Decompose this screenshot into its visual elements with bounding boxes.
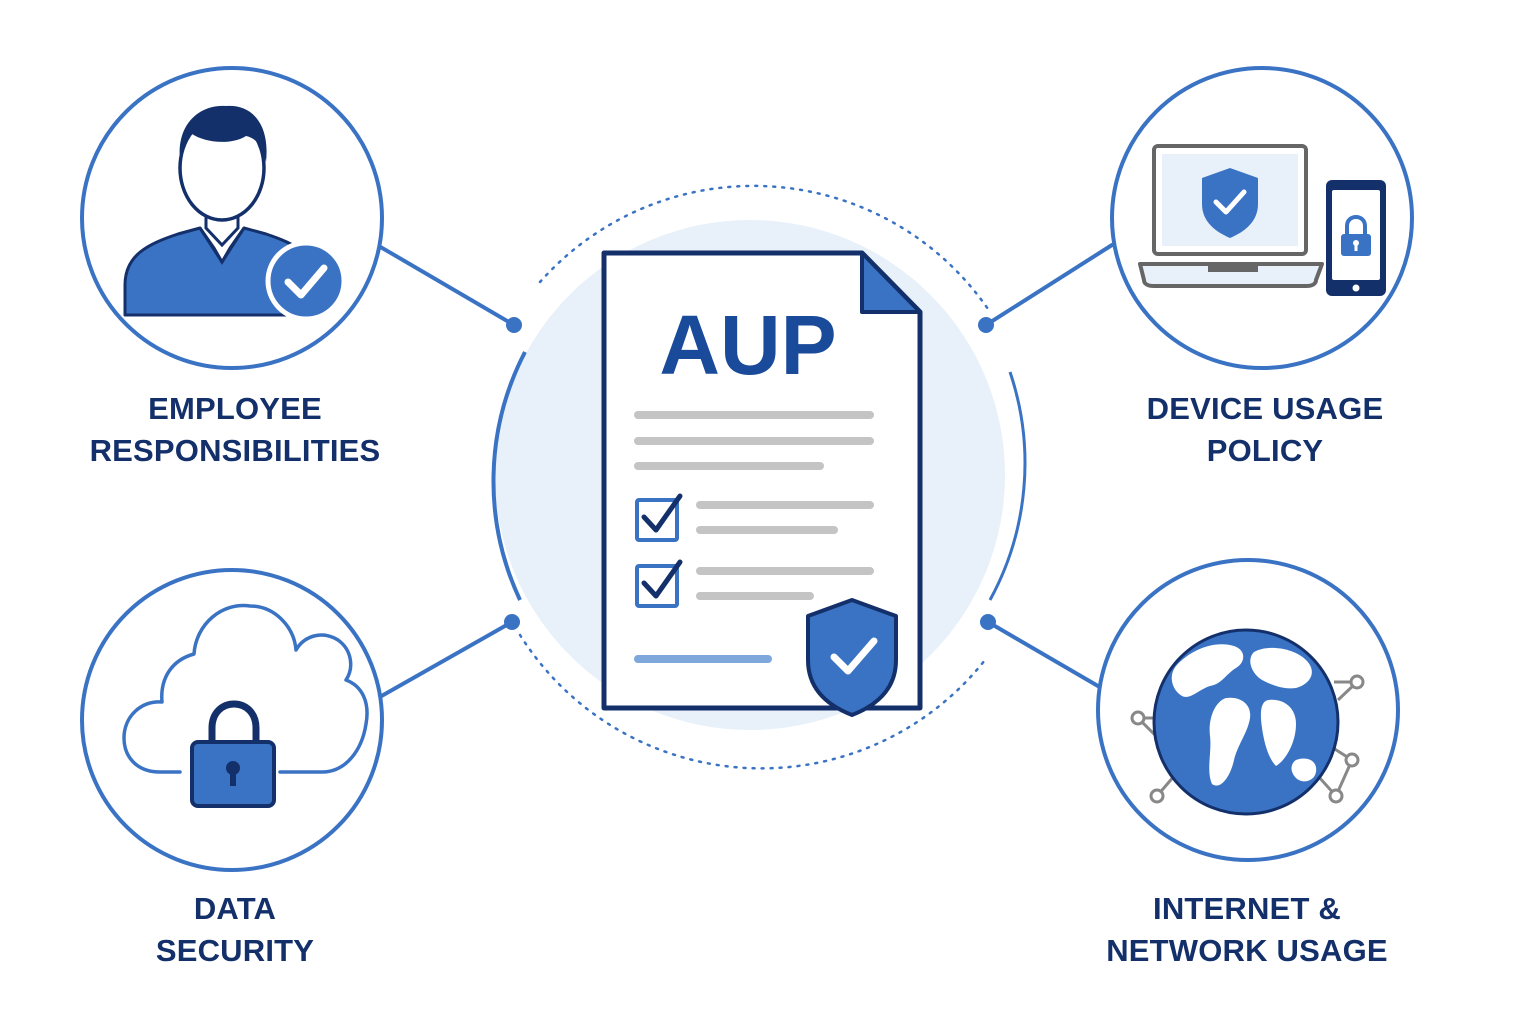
person-hair bbox=[179, 105, 267, 162]
laptop-phone-shield-icon bbox=[1138, 144, 1386, 296]
globe-network-icon bbox=[1130, 628, 1365, 816]
laptop-base bbox=[1138, 262, 1324, 288]
connector-internet bbox=[986, 620, 1112, 695]
hub-dotted-arc-top bbox=[538, 184, 992, 314]
label-line: RESPONSIBILITIES bbox=[89, 433, 381, 468]
connector-dots bbox=[504, 317, 996, 630]
label-line: DATA bbox=[193, 891, 277, 926]
aup-document-icon: AUP bbox=[601, 250, 923, 717]
connector-dot bbox=[978, 317, 994, 333]
laptop-trackpad bbox=[1208, 266, 1258, 272]
checkbox-icon bbox=[635, 493, 683, 542]
phone-button bbox=[1352, 284, 1360, 292]
label-data-security: DATA SECURITY bbox=[40, 888, 430, 972]
connector-dot bbox=[504, 614, 520, 630]
label-employee-responsibilities: EMPLOYEE RESPONSIBILITIES bbox=[40, 388, 430, 472]
label-line: EMPLOYEE bbox=[148, 391, 322, 426]
node-device bbox=[1110, 66, 1414, 370]
label-line: POLICY bbox=[1206, 433, 1324, 468]
connector-employee bbox=[370, 240, 516, 327]
label-line: INTERNET & bbox=[1153, 891, 1341, 926]
padlock-icon bbox=[190, 700, 276, 808]
hub-outer-arc-left bbox=[491, 351, 527, 601]
document-fold bbox=[860, 251, 922, 314]
check-badge-icon bbox=[265, 240, 347, 322]
document-text-lines bbox=[634, 411, 874, 600]
document-title: AUP bbox=[659, 298, 836, 392]
document-page bbox=[601, 250, 923, 711]
person-collar bbox=[198, 227, 246, 266]
shield-check-icon bbox=[1202, 168, 1258, 238]
employee-check-icon bbox=[123, 105, 347, 322]
lock-icon bbox=[1341, 215, 1371, 256]
globe-continents bbox=[1171, 644, 1317, 786]
node-internet bbox=[1096, 558, 1400, 862]
connectors bbox=[370, 240, 1114, 700]
node-employee bbox=[80, 66, 384, 370]
checkbox-icon bbox=[635, 559, 683, 608]
connector-data bbox=[376, 620, 514, 700]
label-internet-network-usage: INTERNET & NETWORK USAGE bbox=[1052, 888, 1442, 972]
label-line: SECURITY bbox=[155, 933, 315, 968]
node-data bbox=[80, 568, 384, 872]
connector-dot bbox=[980, 614, 996, 630]
cloud-lock-icon bbox=[122, 603, 369, 808]
label-line: NETWORK USAGE bbox=[1106, 933, 1388, 968]
shield-check-icon bbox=[806, 598, 898, 717]
connector-dot bbox=[506, 317, 522, 333]
label-line: DEVICE USAGE bbox=[1146, 391, 1384, 426]
network-nodes bbox=[1130, 674, 1365, 804]
cloud-outline bbox=[122, 603, 369, 774]
label-device-usage-policy: DEVICE USAGE POLICY bbox=[1070, 388, 1460, 472]
hub-dotted-arc-bottom bbox=[518, 633, 987, 770]
node-circle bbox=[80, 568, 384, 872]
connector-device bbox=[984, 243, 1114, 327]
hub-outer-arc-right bbox=[988, 371, 1027, 601]
